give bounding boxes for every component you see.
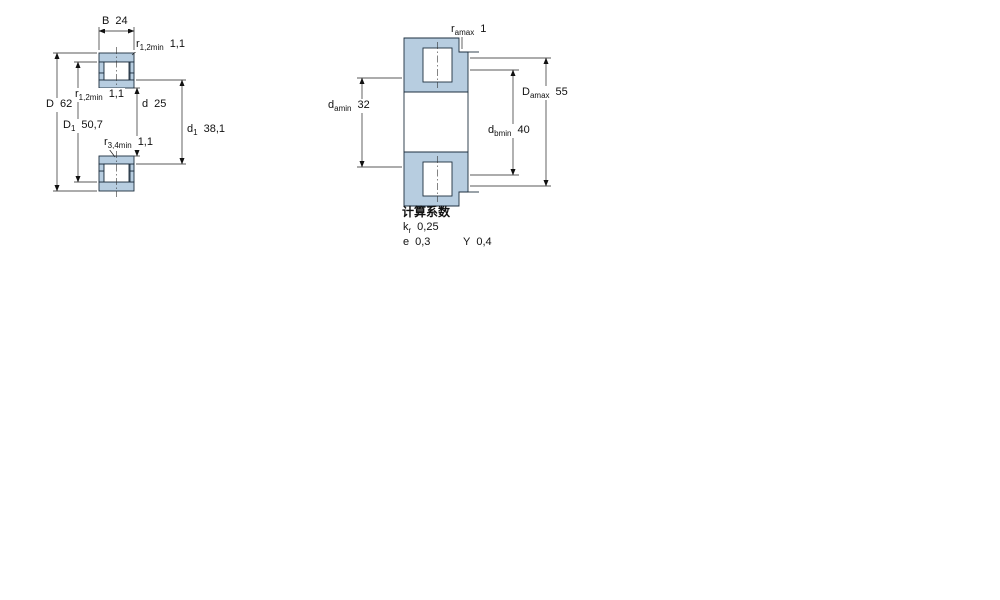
dim-line-B	[98, 27, 135, 50]
leader-r34	[108, 148, 116, 158]
dim-value: 1,1	[137, 136, 153, 148]
dim-value: 62	[59, 98, 73, 110]
dim-value: 24	[115, 15, 128, 27]
dim-symbol: r	[75, 88, 79, 100]
dim-symbol: r	[104, 136, 108, 148]
dim-label-r34: r3,4min 1,1	[103, 136, 154, 151]
dim-value: 32	[357, 99, 370, 111]
dim-subscript: bmin	[494, 129, 512, 139]
dim-value: 1	[480, 23, 487, 35]
dim-label-Damax: Damax 55	[521, 86, 569, 101]
right-dimension-lines	[357, 35, 551, 187]
right-mounting-figure	[403, 37, 479, 207]
dim-value: 1,1	[108, 88, 124, 100]
right-top-roller	[422, 47, 453, 83]
dim-symbol: d	[187, 123, 194, 135]
dim-label-dbmin: dbmin 40	[487, 124, 531, 139]
dim-label-d: d 25	[141, 98, 168, 113]
dim-symbol: d	[328, 99, 335, 111]
factor-symbol: Y	[463, 236, 471, 248]
dim-label-r12-left: r1,2min 1,1	[74, 88, 125, 103]
dim-label-d1: d1 38,1	[186, 123, 226, 138]
factor-subscript: r	[408, 226, 412, 236]
dim-symbol: D	[522, 86, 530, 98]
dim-value: 50,7	[81, 119, 103, 131]
factor-value: 0,25	[417, 221, 439, 233]
dim-label-B: B 24	[101, 15, 129, 30]
dim-symbol: d	[488, 124, 495, 136]
dim-symbol: D	[63, 119, 71, 131]
dim-subscript: 1	[70, 124, 76, 134]
factor-value: 0,4	[476, 236, 492, 248]
dim-label-damin: damin 32	[327, 99, 371, 114]
dim-subscript: 3,4min	[107, 141, 132, 151]
dim-line-dbmin	[470, 69, 519, 176]
dim-symbol: r	[136, 38, 140, 50]
dim-value: 25	[154, 98, 167, 110]
dim-value: 40	[517, 124, 530, 136]
dim-subscript: amin	[334, 104, 352, 114]
left-cross-section	[98, 47, 135, 197]
dim-subscript: 1,2min	[78, 93, 103, 103]
dim-symbol: d	[142, 98, 149, 110]
dim-line-damin	[357, 77, 402, 168]
dim-symbol: r	[451, 23, 455, 35]
dim-line-d1	[136, 79, 186, 165]
dim-line-D	[53, 52, 97, 192]
dim-label-D1: D1 50,7	[62, 119, 104, 134]
dim-subscript: 1	[193, 128, 198, 138]
dim-value: 55	[555, 86, 568, 98]
dim-line-Damax	[470, 57, 551, 187]
factor-value: 0,3	[415, 236, 431, 248]
factor-symbol: k	[403, 221, 409, 233]
calc-factor-e: e 0,3	[402, 236, 431, 250]
calc-factors-title: 计算系数	[402, 205, 451, 219]
dim-value: 1,1	[169, 38, 185, 50]
dim-value: 38,1	[203, 123, 225, 135]
dim-label-ramax: ramax 1	[450, 23, 488, 38]
dim-label-D: D 62	[45, 98, 74, 113]
factor-symbol: e	[403, 236, 410, 248]
dim-subscript: amax	[529, 91, 550, 101]
calc-factor-Y: Y 0,4	[462, 236, 493, 250]
dim-symbol: D	[46, 98, 54, 110]
dim-subscript: amax	[454, 28, 475, 38]
calc-factor-kr: kr 0,25	[402, 221, 440, 235]
dim-label-r12-top: r1,2min 1,1	[135, 38, 186, 53]
dim-subscript: 1,2min	[139, 43, 164, 53]
dim-symbol: B	[102, 15, 110, 27]
